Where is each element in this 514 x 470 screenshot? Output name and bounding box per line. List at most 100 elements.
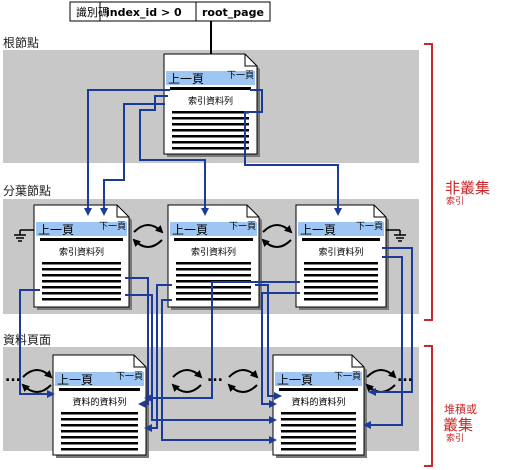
page-row-line xyxy=(304,298,378,301)
pointer-int1-to-leaf1-b xyxy=(19,289,55,398)
page-content-label: 索引資料列 xyxy=(318,246,363,258)
page-row-line xyxy=(304,280,378,283)
page-row-line xyxy=(304,292,378,295)
page-row-line xyxy=(281,448,356,451)
pointer-int2-to-leaf1 xyxy=(144,284,172,432)
null-pointer-left xyxy=(14,229,34,242)
page-row-line xyxy=(176,268,251,271)
page-row-line xyxy=(61,442,138,445)
next-page-pointer: 下一頁 xyxy=(229,221,256,232)
page-row-line xyxy=(304,286,378,289)
page-content-label: 資料的資料列 xyxy=(291,396,345,408)
previous-page-pointer: 上一頁 xyxy=(38,223,74,237)
intermediate-page-1: 上一頁下一頁索引資料列 xyxy=(33,204,132,310)
pointer-int1-to-leaf1-a xyxy=(125,277,149,408)
sibling-link-int-1-2 xyxy=(132,224,164,248)
page-header-strip xyxy=(55,372,144,386)
page-row-line xyxy=(61,418,138,421)
page-header-strip xyxy=(275,372,362,386)
next-page-pointer: 下一頁 xyxy=(116,371,143,382)
page-content-label: 索引資料列 xyxy=(188,95,233,107)
page-row-line xyxy=(176,262,251,265)
leaf-ellipsis-right: ... xyxy=(397,369,413,385)
leaf-ellipsis-left: ... xyxy=(5,369,21,385)
page-header-strip xyxy=(166,71,255,85)
pointer-int2-to-leaf2-b xyxy=(161,299,277,444)
page-row-line xyxy=(61,430,138,433)
page-row-line xyxy=(61,436,138,439)
nonclustered-bracket xyxy=(424,43,433,321)
clustered-index-label: 索引 xyxy=(446,432,464,444)
page-row-line xyxy=(172,129,249,132)
page-row-line xyxy=(42,262,121,265)
page-header-strip xyxy=(170,222,257,236)
page-row-line xyxy=(304,274,378,277)
heap-label: 堆積或 xyxy=(444,402,477,416)
page-row-line xyxy=(42,298,121,301)
next-page-pointer: 下一頁 xyxy=(356,221,383,232)
pointer-int3-to-leaf2-a xyxy=(261,292,300,408)
header-index-id-cell: index_id > 0 xyxy=(106,6,182,19)
page-row-line xyxy=(172,135,249,138)
nonclustered-label: 非叢集 xyxy=(445,179,490,197)
next-page-pointer: 下一頁 xyxy=(99,221,126,232)
sibling-link-leaf-middle-right xyxy=(227,369,259,393)
page-row-line xyxy=(61,424,138,427)
sibling-link-int-2-3 xyxy=(261,224,293,248)
page-row-line xyxy=(42,274,121,277)
pointer-int3-to-leaf2-c xyxy=(368,247,413,396)
previous-page-pointer: 上一頁 xyxy=(300,223,336,237)
header-id-cell: 識別碼 xyxy=(76,6,109,19)
clustered-label: 叢集 xyxy=(443,416,473,434)
leaf-ellipsis-middle: ... xyxy=(207,369,223,385)
pointer-int3-to-leaf1 xyxy=(144,281,300,402)
pointer-root-to-int-2 xyxy=(139,95,209,216)
root-level-label: 根節點 xyxy=(3,35,39,50)
page-row-line xyxy=(42,280,121,283)
sibling-link-leaf-middle-left xyxy=(171,369,203,393)
page-row-line xyxy=(281,436,356,439)
page-row-line xyxy=(172,111,249,114)
page-row-line xyxy=(281,424,356,427)
pointer-int3-to-leaf2-b xyxy=(363,256,403,429)
page-row-line xyxy=(281,412,356,415)
pointer-root-to-int-1 xyxy=(84,89,170,216)
page-row-line xyxy=(176,292,251,295)
page-row-line xyxy=(61,448,138,451)
pointer-int2-to-leaf2-a xyxy=(255,284,282,400)
leaf-level-label: 資料頁面 xyxy=(3,333,51,347)
previous-page-pointer: 上一頁 xyxy=(172,223,208,237)
page-row-line xyxy=(176,298,251,301)
page-row-line xyxy=(172,123,249,126)
sysindexes-header: 識別碼 index_id > 0 root_page xyxy=(69,1,271,54)
page-row-line xyxy=(281,442,356,445)
page-row-line xyxy=(172,147,249,150)
previous-page-pointer: 上一頁 xyxy=(168,72,204,86)
pointer-root-to-int-3 xyxy=(244,89,342,216)
page-header-strip xyxy=(36,222,127,236)
page-row-line xyxy=(176,274,251,277)
sibling-link-leaf-left xyxy=(21,369,53,393)
page-row-line xyxy=(61,412,138,415)
previous-page-pointer: 上一頁 xyxy=(277,373,313,387)
previous-page-pointer: 上一頁 xyxy=(57,373,93,387)
page-content-label: 索引資料列 xyxy=(191,246,236,258)
page-row-line xyxy=(281,430,356,433)
page-row-line xyxy=(304,262,378,265)
pointer-int1-to-leaf2-a xyxy=(125,294,277,424)
page-row-line xyxy=(176,286,251,289)
heap-clustered-bracket xyxy=(424,345,433,467)
pointer-root-to-int-1-alt xyxy=(100,103,165,216)
page-row-line xyxy=(172,117,249,120)
page-row-line xyxy=(42,268,121,271)
intermediate-level-label: 分葉節點 xyxy=(3,183,51,198)
header-root-page-cell: root_page xyxy=(202,6,264,19)
page-header-strip xyxy=(298,222,384,236)
page-row-line xyxy=(172,141,249,144)
page-row-line xyxy=(281,418,356,421)
next-page-pointer: 下一頁 xyxy=(227,70,254,81)
